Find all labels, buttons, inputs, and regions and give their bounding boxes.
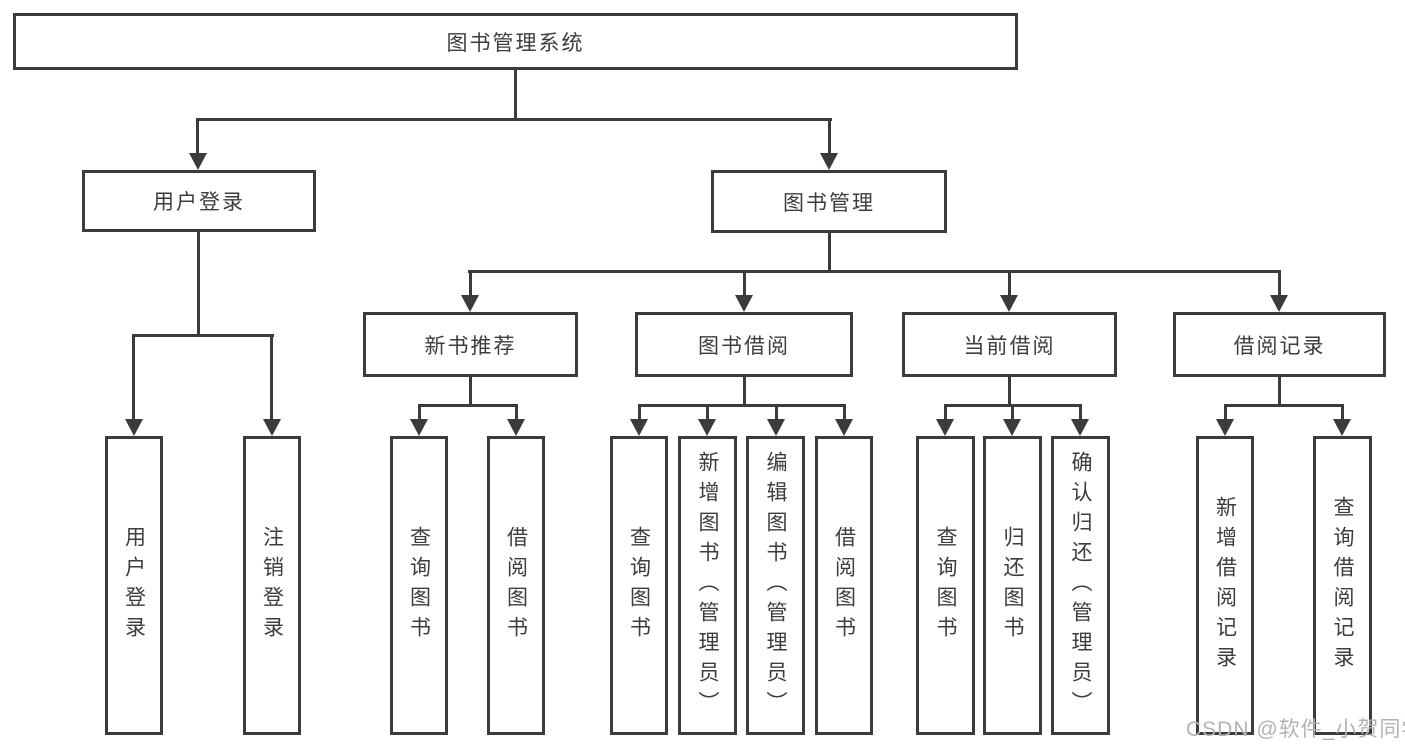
leaf-label: 查询图书 (407, 525, 431, 646)
connector-line (1341, 404, 1344, 422)
leaf-add-book-admin: 新增图书（管理员） (678, 436, 737, 735)
connector-line (843, 404, 846, 422)
connector-arrowhead (936, 419, 954, 436)
node-new-book-recommendation: 新书推荐 (363, 312, 578, 377)
csdn-watermark: CSDN @软件_小贺同学 (1186, 718, 1405, 741)
connector-arrowhead (630, 419, 648, 436)
connector-arrowhead (767, 419, 785, 436)
leaf-borrow-books-borrow: 借阅图书 (815, 436, 873, 735)
node-label: 新书推荐 (424, 334, 517, 358)
connector-line (270, 334, 273, 422)
connector-arrowhead (189, 153, 207, 170)
connector-arrowhead (1071, 419, 1089, 436)
connector-line (515, 404, 518, 422)
node-label: 用户登录 (153, 191, 245, 214)
leaf-query-books-newrec: 查询图书 (390, 436, 448, 735)
connector-line (468, 270, 1281, 273)
connector-line (469, 377, 472, 407)
connector-arrowhead (461, 295, 479, 312)
node-borrowing-records: 借阅记录 (1173, 312, 1386, 377)
leaf-query-books-current: 查询图书 (916, 436, 975, 735)
node-label: 图书借阅 (698, 334, 790, 358)
leaf-label: 用户登录 (122, 525, 146, 646)
connector-line (418, 404, 421, 422)
connector-line (196, 118, 832, 121)
connector-arrowhead (1000, 295, 1018, 312)
connector-line (1278, 377, 1281, 407)
node-user-login: 用户登录 (82, 170, 316, 232)
node-label: 当前借阅 (963, 334, 1056, 358)
connector-line (132, 334, 135, 422)
connector-line (1224, 404, 1227, 422)
leaf-logout: 注销登录 (243, 436, 301, 735)
node-book-borrowing: 图书借阅 (635, 312, 853, 377)
connector-line (132, 334, 274, 337)
connector-line (1224, 404, 1344, 407)
leaf-label: 借阅图书 (504, 525, 528, 646)
connector-line (706, 404, 709, 422)
connector-line (775, 404, 778, 422)
leaf-add-borrow-record: 新增借阅记录 (1196, 436, 1254, 735)
connector-arrowhead (125, 419, 143, 436)
connector-line (1008, 270, 1011, 298)
connector-line (828, 232, 831, 273)
leaf-label: 新增借阅记录 (1213, 495, 1237, 676)
leaf-user-login: 用户登录 (105, 436, 163, 735)
leaf-label: 查询图书 (627, 525, 651, 646)
connector-arrowhead (1270, 295, 1288, 312)
connector-arrowhead (820, 153, 838, 170)
node-library-management-system: 图书管理系统 (13, 13, 1018, 70)
connector-line (743, 377, 746, 407)
connector-line (1278, 270, 1281, 298)
connector-line (638, 404, 846, 407)
leaf-label: 确认归还（管理员） (1069, 450, 1093, 721)
leaf-label: 借阅图书 (832, 525, 856, 646)
connector-line (638, 404, 641, 422)
leaf-label: 查询图书 (934, 525, 958, 646)
leaf-confirm-return-admin: 确认归还（管理员） (1051, 436, 1110, 735)
connector-arrowhead (263, 419, 281, 436)
connector-arrowhead (1003, 419, 1021, 436)
connector-line (418, 404, 518, 407)
connector-arrowhead (410, 419, 428, 436)
connector-line (1011, 404, 1014, 422)
connector-line (944, 404, 947, 422)
leaf-label: 注销登录 (260, 525, 284, 646)
leaf-label: 查询借阅记录 (1331, 495, 1355, 676)
leaf-return-book: 归还图书 (983, 436, 1042, 735)
leaf-edit-book-admin: 编辑图书（管理员） (746, 436, 805, 735)
leaf-borrow-books-newrec: 借阅图书 (487, 436, 545, 735)
connector-line (1008, 377, 1011, 407)
connector-arrowhead (735, 295, 753, 312)
connector-line (196, 118, 199, 156)
connector-arrowhead (507, 419, 525, 436)
connector-arrowhead (835, 419, 853, 436)
connector-arrowhead (698, 419, 716, 436)
leaf-query-books-borrow: 查询图书 (610, 436, 668, 735)
connector-line (1079, 404, 1082, 422)
connector-line (514, 69, 517, 120)
leaf-query-borrow-record: 查询借阅记录 (1313, 436, 1372, 735)
connector-arrowhead (1333, 419, 1351, 436)
connector-arrowhead (1216, 419, 1234, 436)
leaf-label: 新增图书（管理员） (696, 450, 720, 721)
node-label: 图书管理系统 (446, 31, 585, 55)
node-current-borrowing: 当前借阅 (902, 312, 1117, 377)
node-book-management: 图书管理 (711, 170, 947, 233)
connector-line (828, 118, 831, 156)
connector-line (197, 232, 200, 337)
leaf-label: 编辑图书（管理员） (764, 450, 788, 721)
node-label: 借阅记录 (1233, 334, 1326, 358)
connector-line (469, 270, 472, 298)
connector-line (743, 270, 746, 298)
leaf-label: 归还图书 (1001, 525, 1025, 646)
node-label: 图书管理 (783, 191, 875, 215)
